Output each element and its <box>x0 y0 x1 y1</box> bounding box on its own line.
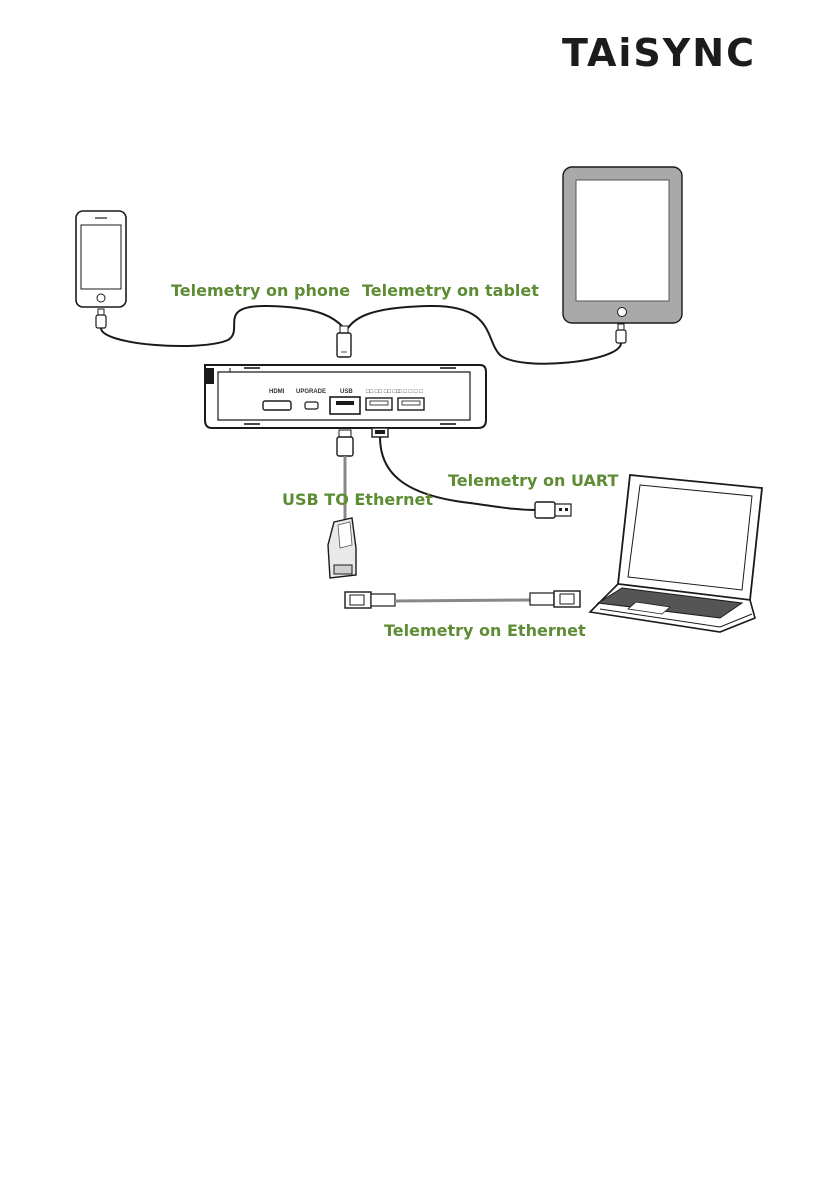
uart-usb-plug <box>535 502 571 518</box>
svg-text:□ □ □ □ □: □ □ □ □ □ <box>398 389 423 395</box>
ethernet-plug-right <box>530 591 580 607</box>
laptop-icon <box>590 475 762 632</box>
upgrade-port-label: UPGRADE <box>296 389 326 395</box>
ethernet-plug-left <box>345 592 395 608</box>
label-telemetry-ethernet: Telemetry on Ethernet <box>384 621 586 640</box>
ethernet-cable <box>395 600 530 601</box>
phone-icon <box>76 211 126 328</box>
upgrade-port <box>305 402 318 409</box>
hdmi-port-label: HDMI <box>269 389 285 395</box>
label-telemetry-phone: Telemetry on phone <box>171 281 350 300</box>
label-telemetry-tablet: Telemetry on tablet <box>362 281 539 300</box>
label-telemetry-uart: Telemetry on UART <box>448 471 618 490</box>
uart-connector <box>372 428 388 437</box>
hub-top-plug <box>337 326 351 357</box>
tablet-icon <box>563 167 682 343</box>
usb-plug <box>337 430 353 456</box>
usb-ethernet-adapter <box>328 518 356 578</box>
label-usb-to-ethernet: USB TO Ethernet <box>282 490 433 509</box>
hub-device: HDMI UPGRADE USB □□ □□ □□ □□ □ □ □ □ □ <box>205 365 486 428</box>
phone-cable <box>101 306 344 346</box>
usb-port-label: USB <box>340 389 353 395</box>
usb-port <box>330 397 360 414</box>
hdmi-port <box>263 401 291 410</box>
svg-text:□□ □□ □□ □□: □□ □□ □□ □□ <box>366 389 400 395</box>
